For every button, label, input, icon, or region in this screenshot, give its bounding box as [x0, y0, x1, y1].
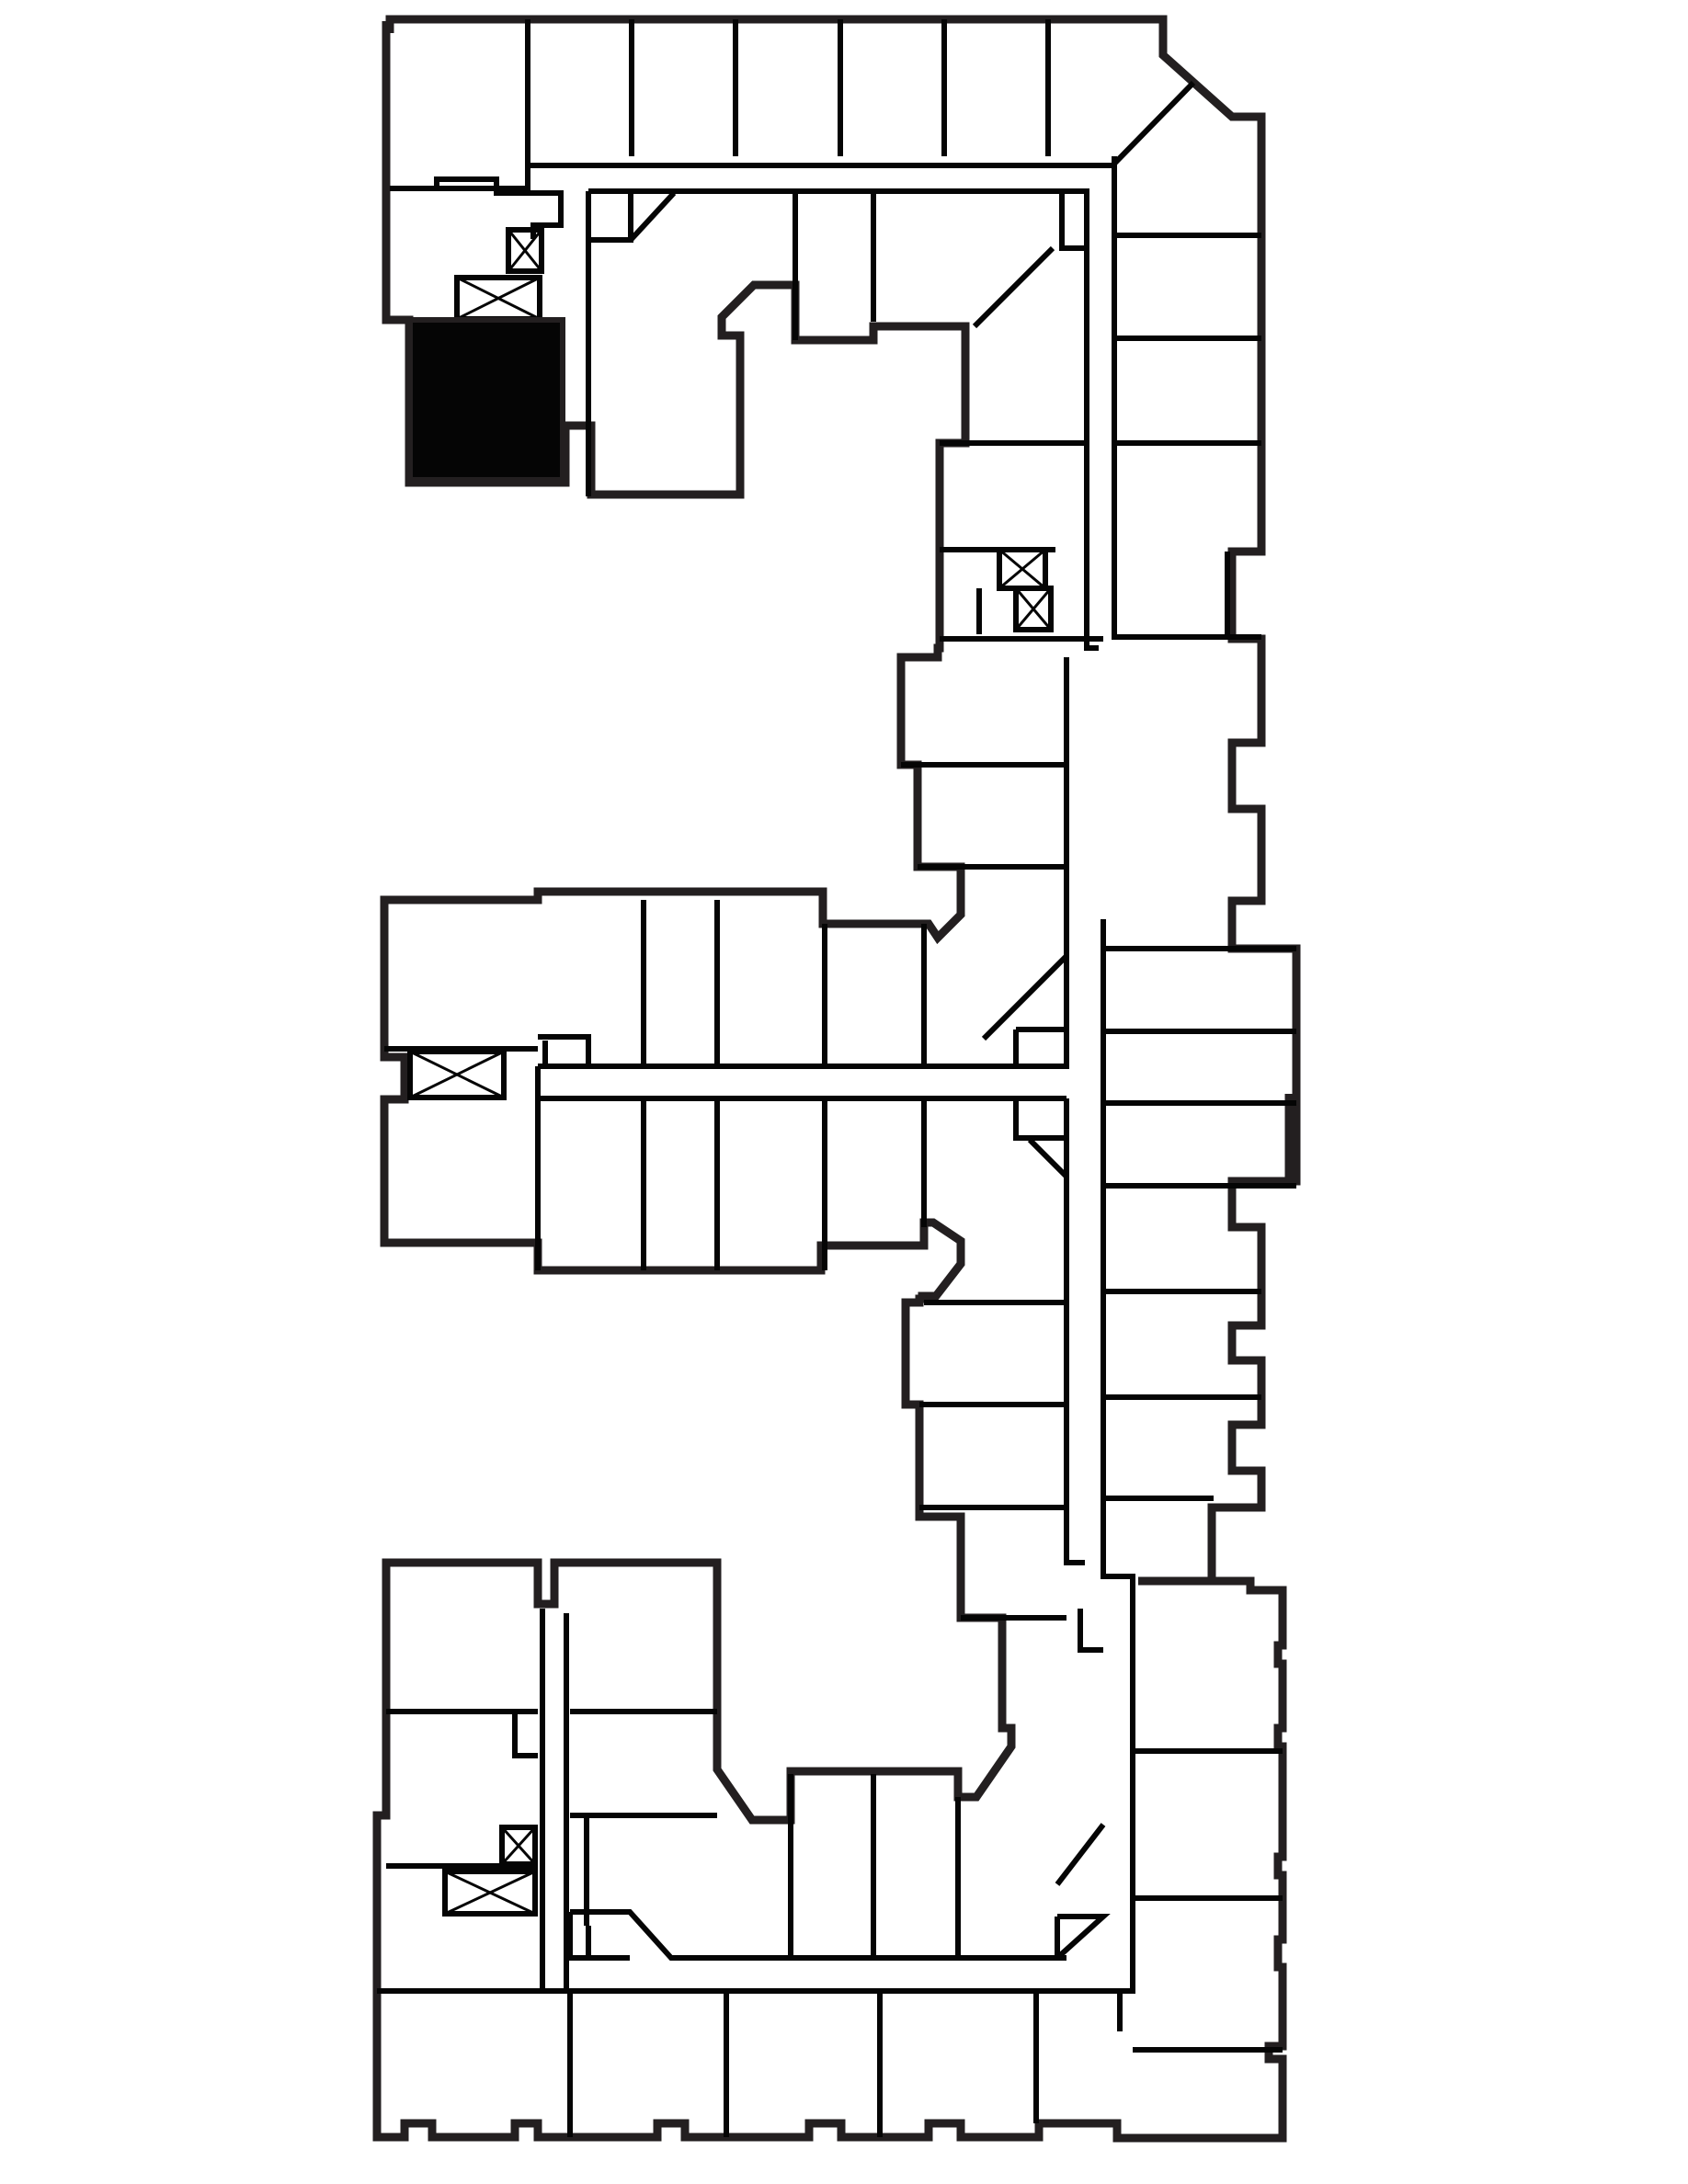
- interior-wall: [1027, 1137, 1069, 1179]
- interior-wall: [1064, 1098, 1085, 1565]
- interior-wall: [1112, 80, 1196, 166]
- interior-wall: [567, 1912, 630, 1961]
- interior-wall: [538, 1034, 591, 1066]
- interior-wall: [1101, 919, 1133, 1579]
- interior-wall: [538, 657, 1069, 1069]
- interior-wall: [512, 1714, 538, 1758]
- interior-wall: [1055, 1914, 1111, 1961]
- interior-wall: [591, 191, 633, 243]
- elevator-shaft-icon: [407, 1049, 507, 1100]
- exterior-walls: [372, 15, 1301, 2143]
- interior-wall: [981, 953, 1069, 1041]
- elevator-shaft-icon: [997, 547, 1048, 591]
- elevator-shaft-icon: [454, 275, 542, 322]
- interior-wall: [972, 245, 1055, 329]
- interior-wall: [1013, 1098, 1066, 1141]
- highlighted-unit[interactable]: [407, 317, 565, 483]
- interior-wall: [525, 19, 1117, 168]
- elevator-shaft-icon: [442, 1869, 538, 1917]
- exterior-wall: [385, 15, 1301, 1586]
- interior-walls: [377, 19, 1296, 2137]
- interior-wall: [1055, 1823, 1106, 1886]
- interior-wall: [570, 1909, 1066, 1961]
- interior-wall: [390, 176, 564, 239]
- elevator-shaft-icon: [1013, 586, 1054, 632]
- interior-wall: [588, 188, 1099, 651]
- interior-wall: [628, 190, 677, 243]
- elevator-shaft-icon: [506, 227, 544, 274]
- interior-wall: [1059, 193, 1085, 251]
- interior-wall: [377, 1988, 1123, 2031]
- exterior-wall: [372, 21, 1108, 2142]
- exterior-wall: [1108, 1576, 1287, 2143]
- interior-wall: [1112, 164, 1261, 640]
- interior-wall: [1103, 1574, 1135, 1994]
- interior-wall: [1078, 1609, 1103, 1653]
- elevator-shaft-icon: [499, 1825, 538, 1867]
